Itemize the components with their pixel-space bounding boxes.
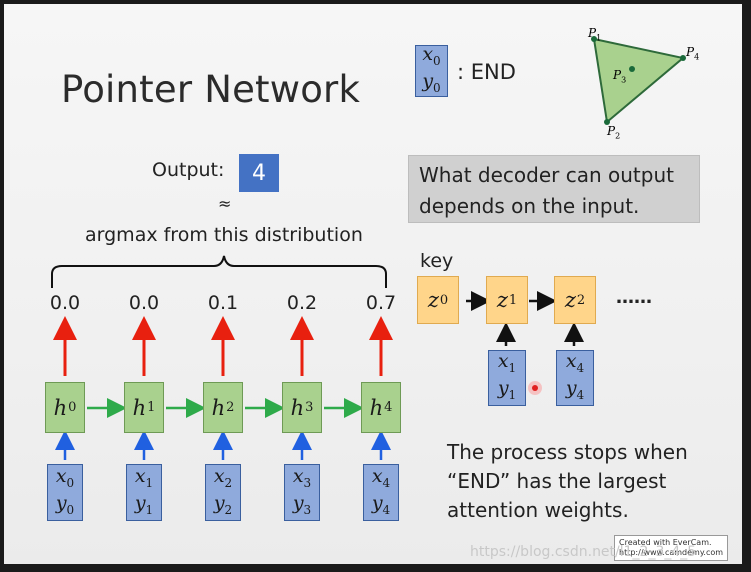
decoder-input-2: x4 y4 <box>556 350 594 406</box>
probability-4: 0.7 <box>365 292 397 314</box>
slide: Pointer Network x0 y0 : END P1 P4 P3 P2 … <box>4 4 742 564</box>
evercam-line-1: Created with EverCam. <box>619 538 712 547</box>
stop-note-line-2: “END” has the largest <box>447 469 667 493</box>
probability-3: 0.2 <box>286 292 318 314</box>
label-p4: P4 <box>686 45 700 62</box>
output-label: Output: <box>152 159 225 181</box>
input-0: x0 y0 <box>47 464 83 521</box>
key-label: key <box>420 250 454 272</box>
page-title: Pointer Network <box>61 68 361 111</box>
decoder-input-1: x1 y1 <box>488 350 526 406</box>
probability-0: 0.0 <box>49 292 81 314</box>
ellipsis: …… <box>616 287 652 308</box>
evercam-line-2: http://www.camdemy.com <box>619 548 724 557</box>
approx-symbol: ≈ <box>218 194 232 213</box>
stop-note-line-3: attention weights. <box>447 498 629 522</box>
decoder-note-line-2: depends on the input. <box>419 194 640 218</box>
triangle-vertex-p2 <box>604 119 610 125</box>
triangle-point-p3 <box>629 66 635 72</box>
label-p3: P3 <box>613 68 627 85</box>
stop-note: The process stops when “END” has the lar… <box>447 438 688 525</box>
end-label: : END <box>457 60 516 84</box>
argmax-label: argmax from this distribution <box>85 224 363 246</box>
decoder-note-line-1: What decoder can output <box>419 163 674 187</box>
triangle-vertex-p4 <box>680 55 686 61</box>
stop-note-line-1: The process stops when <box>447 440 688 464</box>
input-3: x3 y3 <box>284 464 320 521</box>
diagram-connectors <box>51 36 686 460</box>
output-value-box: 4 <box>239 154 279 192</box>
label-p2: P2 <box>607 124 621 141</box>
watermark: https://blog.csdn.net/l1_2_3_4_5 <box>470 544 697 560</box>
triangle-vertex-p1 <box>591 36 597 42</box>
curly-brace <box>51 255 387 288</box>
triangle-shape <box>592 37 686 124</box>
input-1: x1 y1 <box>126 464 162 521</box>
input-2: x2 y2 <box>205 464 241 521</box>
evercam-badge: Created with EverCam. http://www.camdemy… <box>614 535 729 561</box>
cursor-dot <box>532 385 538 391</box>
probability-2: 0.1 <box>207 292 239 314</box>
decoder-note-box: What decoder can output depends on the i… <box>408 155 700 223</box>
input-4: x4 y4 <box>363 464 399 521</box>
probability-1: 0.0 <box>128 292 160 314</box>
label-p1: P1 <box>588 26 602 43</box>
end-token-box: x0 y0 <box>415 44 448 97</box>
